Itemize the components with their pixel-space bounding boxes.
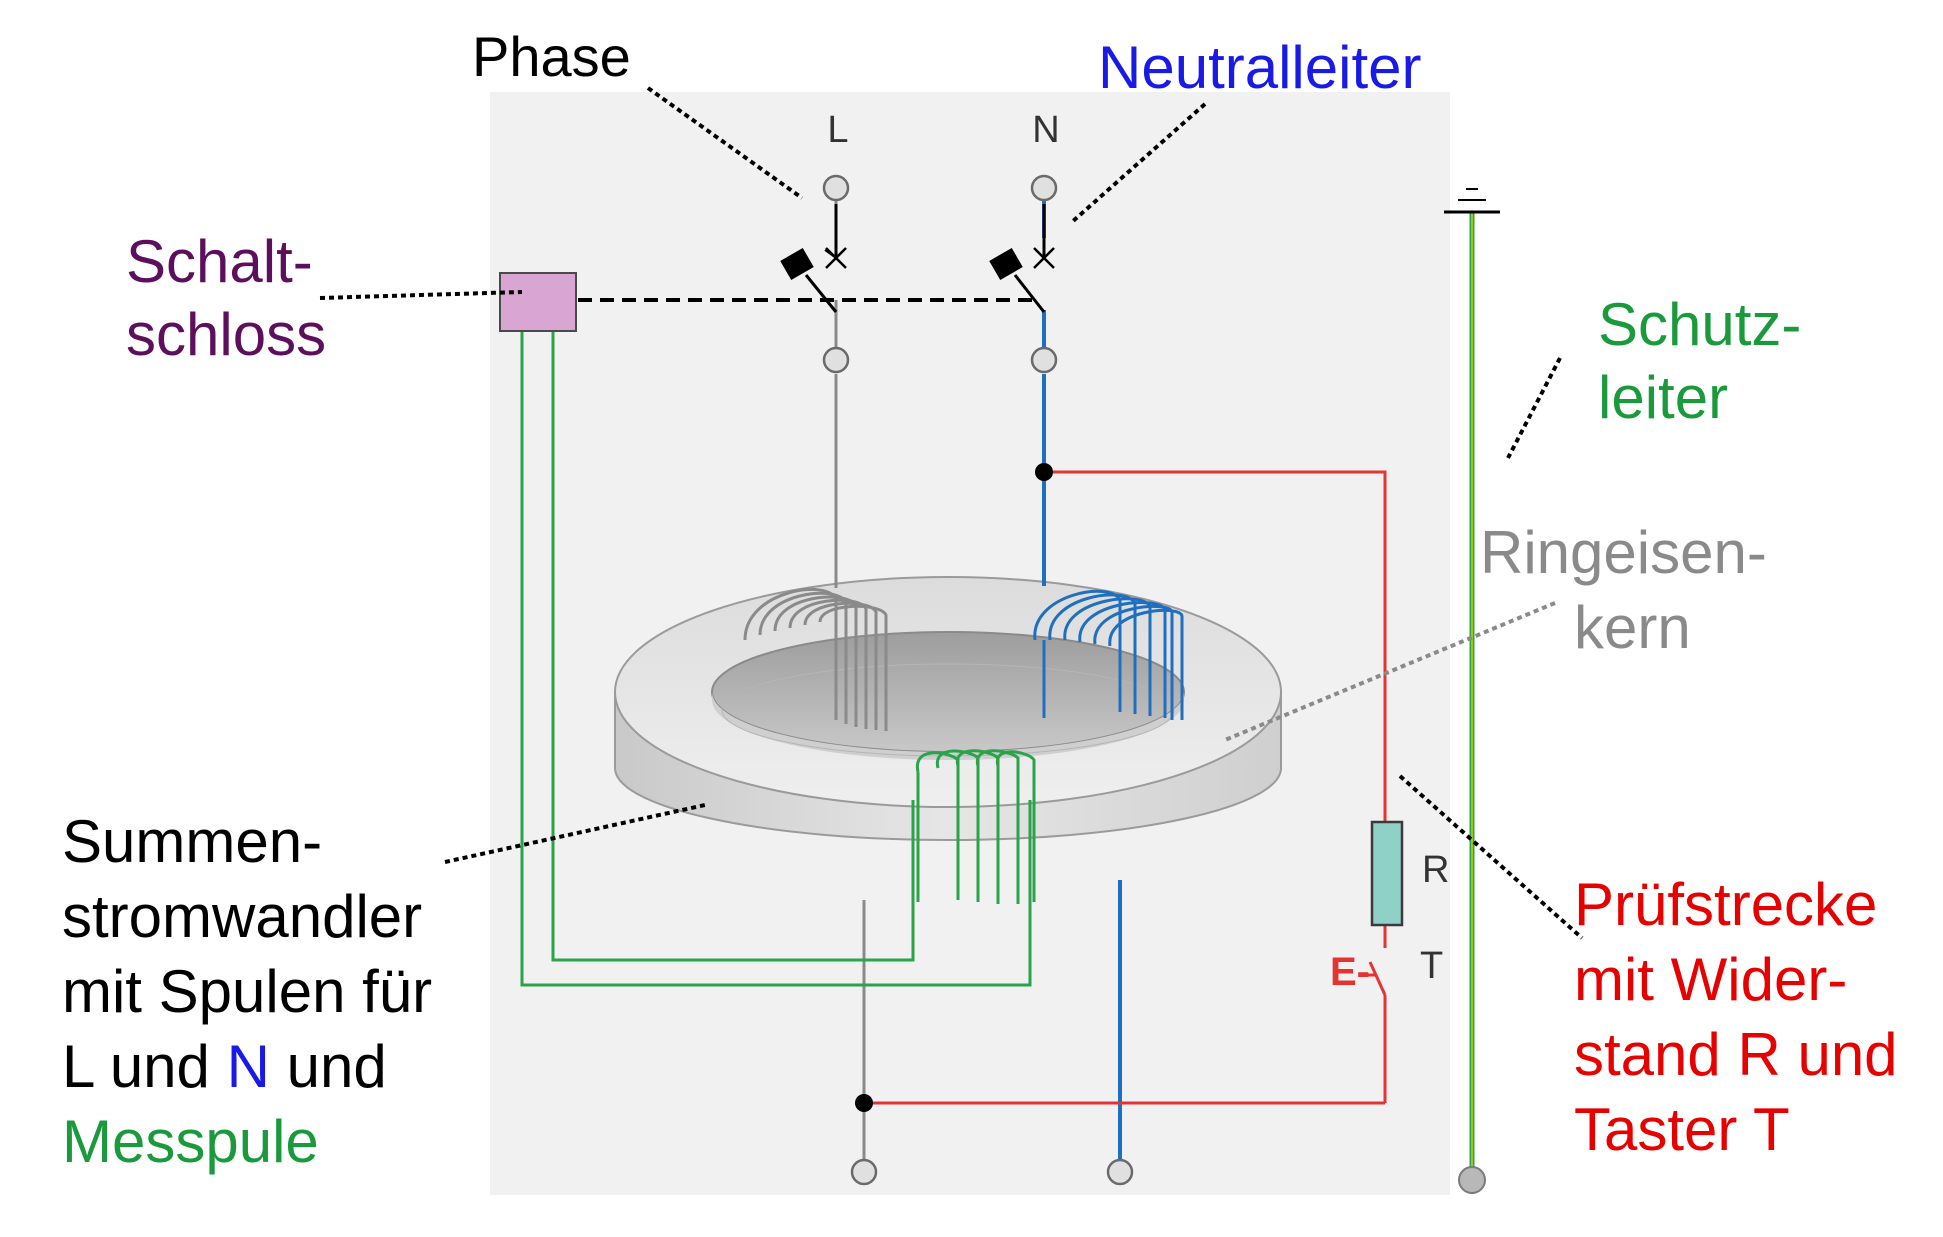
terminal-label-N: N (1032, 109, 1059, 151)
label-transformer-1: Summen- (62, 808, 322, 875)
label-test-2: mit Wider- (1574, 946, 1847, 1013)
switch-N (989, 204, 1055, 313)
label-transformer-4c: und (270, 1033, 387, 1100)
label-transformer-4b: N (227, 1033, 270, 1100)
label-transformer-4: L und N und (62, 1033, 387, 1100)
label-transformer-4a: L und (62, 1033, 227, 1100)
label-transformer-3: mit Spulen für (62, 958, 432, 1025)
switch-L (780, 204, 847, 313)
ring-core (614, 576, 1282, 841)
measure-coil-wire (520, 330, 1032, 987)
label-pe-2: leiter (1598, 364, 1728, 431)
switch-lock-box (499, 272, 577, 332)
measure-coil (916, 749, 1036, 904)
neutral-coil (1033, 589, 1184, 720)
pe-conductor (1444, 188, 1500, 1194)
label-phase: Phase (472, 25, 631, 88)
label-test-4: Taster T (1574, 1096, 1790, 1163)
leader-lines (319, 86, 1584, 940)
label-test-1: Prüfstrecke (1574, 871, 1877, 938)
button-label-T: T (1420, 945, 1443, 987)
junction-neutral (1035, 463, 1053, 481)
junction-phase (855, 1094, 873, 1112)
resistor (1370, 820, 1404, 927)
label-lock-1: Schalt- (126, 228, 313, 295)
resistor-label-R: R (1422, 849, 1449, 891)
phase-coil (743, 587, 888, 731)
test-key-symbol: E- (1330, 950, 1370, 994)
label-test-3: stand R und (1574, 1021, 1898, 1088)
terminals (822, 174, 1134, 1186)
label-neutral: Neutralleiter (1098, 34, 1421, 101)
label-core-2: kern (1574, 594, 1691, 661)
label-pe-1: Schutz- (1598, 291, 1801, 358)
test-circuit-wire (864, 470, 1387, 1105)
label-core-1: Ringeisen- (1480, 519, 1767, 586)
label-lock-2: schloss (126, 301, 326, 368)
label-transformer-2: stromwandler (62, 883, 422, 950)
terminal-label-L: L (827, 109, 848, 151)
label-transformer-5: Messpule (62, 1108, 319, 1175)
